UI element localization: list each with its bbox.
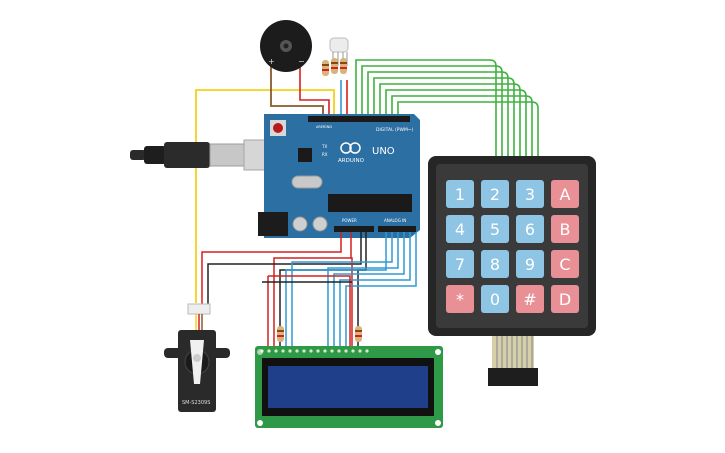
servo-model-label: SM-S2309S bbox=[182, 400, 210, 406]
keypad-key-label: 0 bbox=[490, 290, 500, 309]
arduino-model-text: UNO bbox=[372, 146, 395, 157]
buzzer-minus-label: − bbox=[298, 57, 305, 66]
keypad-key-cap bbox=[481, 250, 509, 278]
keypad-key-cap bbox=[516, 180, 544, 208]
led-resistors bbox=[322, 58, 347, 76]
keypad-key-2[interactable]: 2 bbox=[481, 180, 509, 208]
keypad-key-6[interactable]: 6 bbox=[516, 215, 544, 243]
capacitor bbox=[312, 216, 328, 232]
keypad-key-label: 9 bbox=[525, 255, 535, 274]
usb-cable bbox=[130, 139, 287, 171]
keypad-key-label: 4 bbox=[455, 220, 465, 239]
keypad-wires bbox=[355, 59, 539, 163]
keypad-key-cap bbox=[551, 180, 579, 208]
reset-button[interactable] bbox=[270, 120, 286, 136]
keypad-key-cap bbox=[446, 285, 474, 313]
rx-label: RX bbox=[322, 152, 328, 157]
keypad-key-cap bbox=[446, 180, 474, 208]
servo-motor[interactable]: SM-S2309S bbox=[164, 303, 230, 412]
analog-header bbox=[378, 226, 416, 232]
lcd-wires bbox=[201, 232, 417, 346]
keypad-key-4[interactable]: 4 bbox=[446, 215, 474, 243]
digital-header bbox=[308, 116, 410, 122]
atmega-chip bbox=[328, 194, 412, 212]
keypad-key-label: 8 bbox=[490, 255, 500, 274]
keypad-key-cap bbox=[481, 285, 509, 313]
keypad-key-cap bbox=[551, 215, 579, 243]
tx-label: TX bbox=[321, 144, 327, 149]
power-label: POWER bbox=[342, 218, 357, 223]
keypad-key-cap bbox=[516, 215, 544, 243]
usb-chip bbox=[298, 148, 312, 162]
capacitor bbox=[292, 216, 308, 232]
keypad-key-cap bbox=[551, 285, 579, 313]
keypad-keys: 1 2 3 A 4 5 6 B 7 8 9 C * 0 # D bbox=[446, 180, 579, 313]
keypad-key-A[interactable]: A bbox=[551, 180, 579, 208]
digital-label: DIGITAL (PWM~) bbox=[376, 127, 414, 133]
yellow-signal-wire bbox=[195, 89, 335, 303]
keypad-key-label: # bbox=[523, 290, 536, 309]
keypad-key-5[interactable]: 5 bbox=[481, 215, 509, 243]
keypad-key-cap bbox=[516, 250, 544, 278]
keypad-key-label: A bbox=[560, 185, 571, 204]
keypad-key-#[interactable]: # bbox=[516, 285, 544, 313]
keypad-key-cap bbox=[481, 215, 509, 243]
power-jack bbox=[258, 212, 288, 236]
keypad-key-cap bbox=[446, 250, 474, 278]
piezo-buzzer[interactable]: + − bbox=[260, 20, 312, 72]
lcd-pins bbox=[260, 349, 369, 353]
red-buzzer-wire bbox=[299, 66, 330, 118]
keypad-key-D[interactable]: D bbox=[551, 285, 579, 313]
crystal bbox=[291, 175, 323, 189]
keypad-key-label: 7 bbox=[455, 255, 465, 274]
keypad-key-7[interactable]: 7 bbox=[446, 250, 474, 278]
keypad-key-8[interactable]: 8 bbox=[481, 250, 509, 278]
keypad-key-3[interactable]: 3 bbox=[516, 180, 544, 208]
keypad-key-cap bbox=[481, 180, 509, 208]
analog-in-label: ANALOG IN bbox=[384, 218, 406, 223]
power-header bbox=[334, 226, 374, 232]
lcd-resistors bbox=[277, 326, 362, 342]
keypad-key-label: 5 bbox=[490, 220, 500, 239]
keypad-key-9[interactable]: 9 bbox=[516, 250, 544, 278]
lcd-16x2[interactable] bbox=[255, 346, 443, 428]
keypad-key-cap bbox=[446, 215, 474, 243]
arduino-uno-board[interactable]: ARDUINO UNO DIGITAL (PWM~) AREF GND TX R… bbox=[258, 114, 420, 238]
arduino-brand-text: ARDUINO bbox=[338, 158, 365, 164]
keypad-ribbon bbox=[488, 336, 538, 386]
keypad-key-label: C bbox=[559, 255, 570, 274]
keypad-key-label: B bbox=[560, 220, 571, 239]
keypad-key-label: 6 bbox=[525, 220, 535, 239]
keypad-key-C[interactable]: C bbox=[551, 250, 579, 278]
keypad-4x4[interactable]: 1 2 3 A 4 5 6 B 7 8 9 C * 0 # D bbox=[428, 156, 596, 386]
keypad-key-0[interactable]: 0 bbox=[481, 285, 509, 313]
gnd-label: GND bbox=[324, 125, 332, 129]
keypad-key-label: 3 bbox=[525, 185, 535, 204]
keypad-key-cap bbox=[551, 250, 579, 278]
aref-label: AREF bbox=[316, 125, 325, 129]
keypad-key-label: * bbox=[456, 290, 464, 309]
keypad-key-1[interactable]: 1 bbox=[446, 180, 474, 208]
arduino-logo bbox=[340, 142, 361, 154]
keypad-key-B[interactable]: B bbox=[551, 215, 579, 243]
keypad-key-label: 2 bbox=[490, 185, 500, 204]
lcd-screen bbox=[268, 366, 428, 408]
keypad-key-*[interactable]: * bbox=[446, 285, 474, 313]
keypad-key-label: 1 bbox=[455, 185, 465, 204]
keypad-key-label: D bbox=[559, 290, 571, 309]
keypad-key-cap bbox=[516, 285, 544, 313]
buzzer-plus-label: + bbox=[268, 57, 275, 66]
brown-buzzer-wire bbox=[270, 66, 324, 118]
